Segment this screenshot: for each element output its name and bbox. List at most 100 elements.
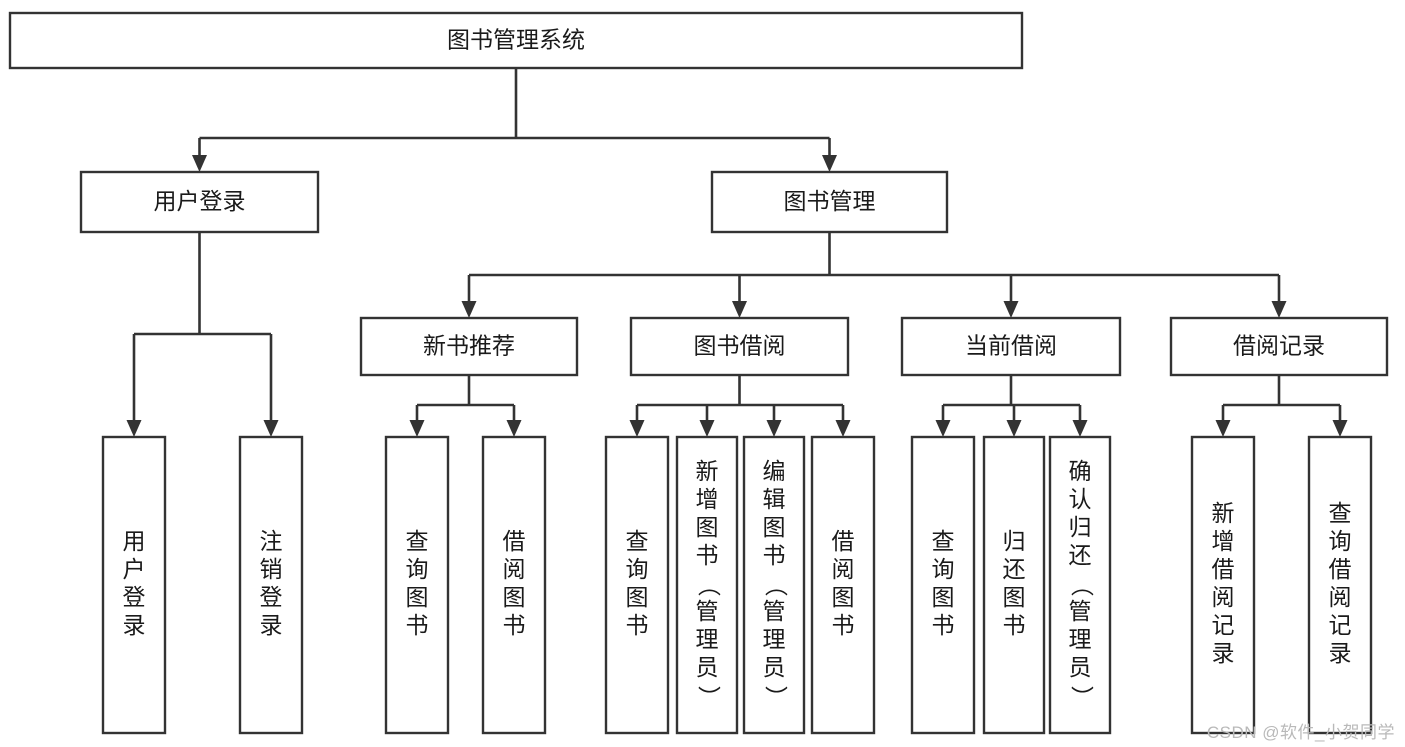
connector-group-book-borrow: [629, 375, 851, 437]
node-label-char: 图: [932, 584, 955, 610]
node-label-char: 户: [123, 556, 146, 582]
node-box[interactable]: [710, 170, 949, 234]
node-label: 图书管理: [784, 188, 876, 214]
node-label-char: （: [1069, 574, 1095, 597]
node-label-char: 增: [696, 486, 719, 512]
connector-group-borrow-record: [1215, 375, 1348, 437]
node-box[interactable]: [810, 435, 876, 735]
node-label-char: 阅: [1329, 584, 1352, 610]
node-box[interactable]: [1307, 435, 1373, 735]
node-label-char: 书: [696, 542, 719, 568]
node-box[interactable]: [629, 316, 850, 377]
node-box[interactable]: [101, 435, 167, 735]
node-label-char: 询: [1329, 528, 1352, 554]
node-label-char: 查: [1329, 500, 1352, 526]
node-label-char: 录: [123, 612, 146, 638]
node-label-char: 图: [763, 514, 786, 540]
node-label-char: 员: [696, 654, 719, 680]
node-label-char: 还: [1003, 556, 1026, 582]
node-new-book-rec[interactable]: 新书推荐: [359, 316, 579, 377]
node-label-char: 员: [763, 654, 786, 680]
arrow-head-icon: [1003, 301, 1019, 318]
node-label-char: 新: [696, 458, 719, 484]
arrow-head-icon: [629, 420, 645, 437]
node-label-char: ）: [696, 686, 722, 709]
node-label-char: 管: [763, 598, 786, 624]
node-label-char: 图: [626, 584, 649, 610]
arrow-head-icon: [126, 420, 142, 437]
node-box[interactable]: [79, 170, 320, 234]
arrow-head-icon: [1215, 420, 1231, 437]
node-box[interactable]: [481, 435, 547, 735]
node-box[interactable]: [8, 11, 1024, 70]
node-box[interactable]: [982, 435, 1046, 735]
node-label-char: 书: [932, 612, 955, 638]
node-label-char: 借: [1329, 556, 1352, 582]
node-label-char: 图: [503, 584, 526, 610]
node-book-manage[interactable]: 图书管理: [710, 170, 949, 234]
node-box[interactable]: [238, 435, 304, 735]
node-box[interactable]: [1169, 316, 1389, 377]
node-label-char: ）: [763, 686, 789, 709]
node-label: 新书推荐: [423, 333, 515, 359]
node-label-char: 书: [626, 612, 649, 638]
node-label: 借阅记录: [1233, 333, 1325, 359]
node-label-char: 图: [832, 584, 855, 610]
node-label-char: 理: [696, 626, 719, 652]
node-label-char: 注: [260, 528, 283, 554]
node-label-char: 新: [1212, 500, 1235, 526]
node-label-char: 还: [1069, 542, 1092, 568]
connector-group-current-borrow: [935, 375, 1088, 437]
node-box[interactable]: [900, 316, 1122, 377]
node-label-char: 书: [763, 542, 786, 568]
node-user-login[interactable]: 用户登录: [79, 170, 320, 234]
arrow-head-icon: [1072, 420, 1088, 437]
node-label: 图书管理系统: [447, 27, 585, 53]
node-box[interactable]: [1190, 435, 1256, 735]
node-box[interactable]: [675, 435, 739, 735]
node-box[interactable]: [742, 435, 806, 735]
node-borrow-record[interactable]: 借阅记录: [1169, 316, 1389, 377]
connector-group-user-login: [126, 232, 279, 437]
node-box[interactable]: [910, 435, 976, 735]
node-label-char: 图: [1003, 584, 1026, 610]
node-book-borrow[interactable]: 图书借阅: [629, 316, 850, 377]
node-leaf-user-login[interactable]: 用户登录: [101, 435, 167, 735]
node-label-char: 管: [1069, 598, 1092, 624]
arrow-head-icon: [822, 155, 837, 172]
node-box[interactable]: [359, 316, 579, 377]
arrow-head-icon: [935, 420, 951, 437]
node-label-char: 登: [123, 584, 146, 610]
node-box[interactable]: [1048, 435, 1112, 735]
node-label-char: 辑: [763, 486, 786, 512]
node-label-char: 理: [763, 626, 786, 652]
node-label-char: 阅: [832, 556, 855, 582]
node-root[interactable]: 图书管理系统: [8, 11, 1024, 70]
node-label-char: ）: [1069, 686, 1095, 709]
node-label-char: 销: [260, 556, 283, 582]
node-label-char: 询: [932, 556, 955, 582]
node-label-char: 图: [406, 584, 429, 610]
node-label-char: 借: [832, 528, 855, 554]
node-box[interactable]: [384, 435, 450, 735]
node-label-char: 编: [763, 458, 786, 484]
node-label-char: 书: [1003, 612, 1026, 638]
node-box[interactable]: [604, 435, 670, 735]
node-current-borrow[interactable]: 当前借阅: [900, 316, 1122, 377]
node-layer: 图书管理系统用户登录图书管理新书推荐图书借阅当前借阅借阅记录用户登录注销登录查询…: [8, 11, 1389, 735]
node-label-char: 理: [1069, 626, 1092, 652]
node-label-char: 记: [1212, 612, 1235, 638]
